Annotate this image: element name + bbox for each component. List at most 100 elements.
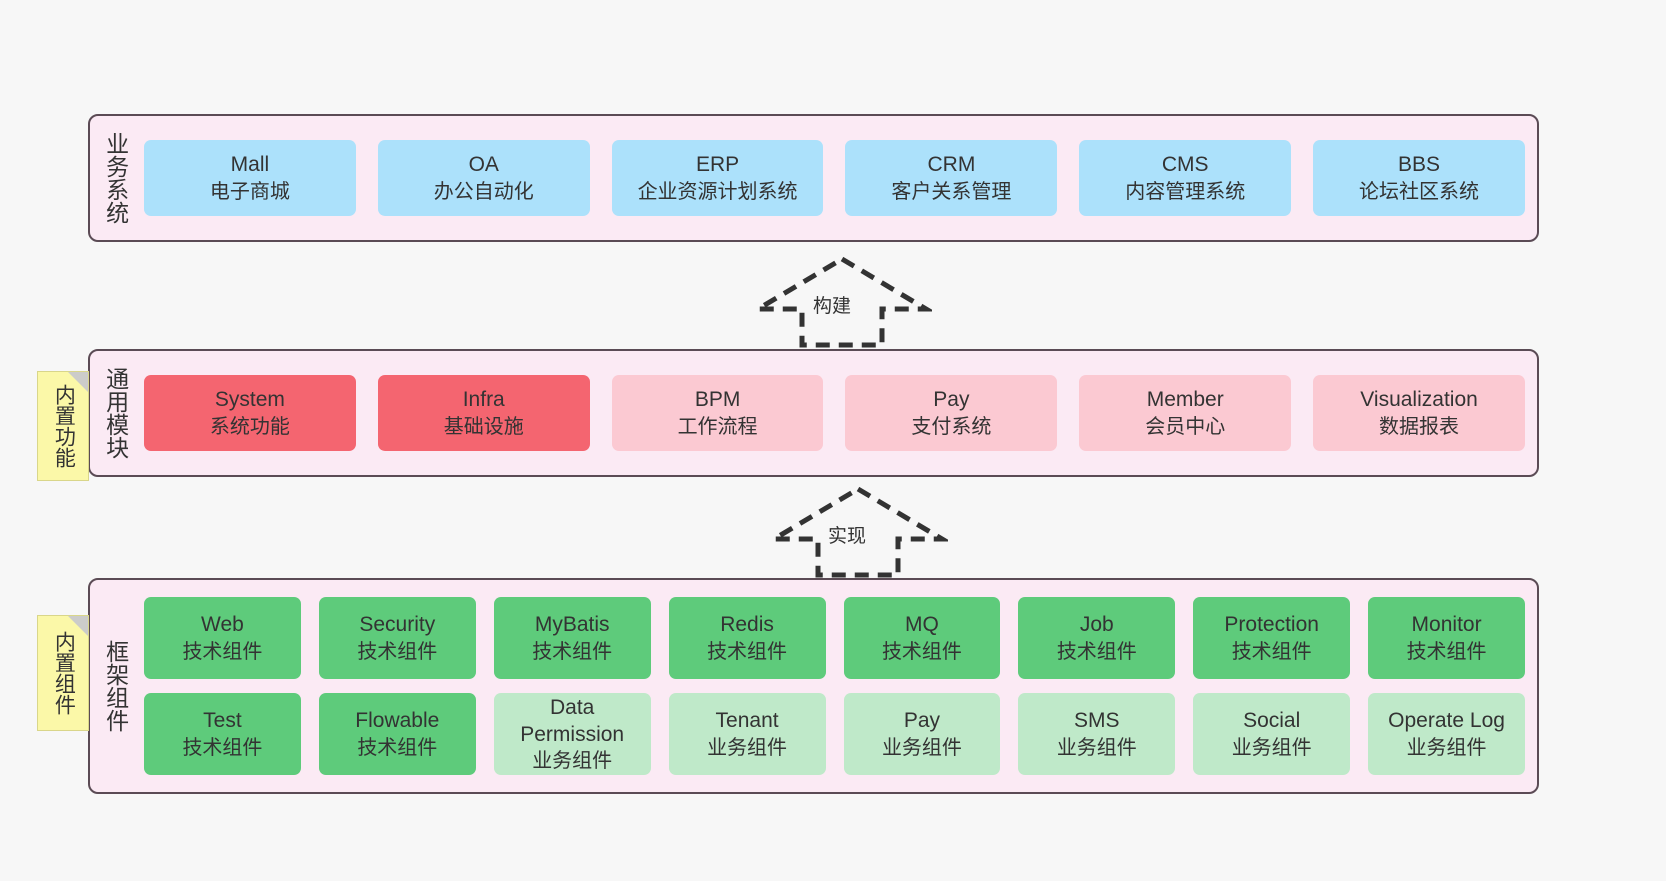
card-subtitle: 业务组件 bbox=[881, 736, 962, 759]
note-builtin-components: 内置组件 bbox=[37, 615, 89, 731]
card-title: Data Permission bbox=[520, 695, 625, 746]
generalization-arrow-build bbox=[748, 253, 936, 349]
card-title: Infra bbox=[462, 388, 505, 412]
layer-body-framework-components: Web 技术组件 Security 技术组件 MyBatis 技术组件 Redi… bbox=[140, 580, 1537, 792]
note-label: 内置功能 bbox=[52, 384, 76, 468]
generalization-arrow-implement bbox=[764, 483, 952, 579]
card-redis[interactable]: Redis 技术组件 bbox=[668, 597, 826, 679]
card-subtitle: 技术组件 bbox=[182, 640, 263, 663]
layer-body-business-systems: Mall 电子商城 OA 办公自动化 ERP 企业资源计划系统 CRM 客户关系… bbox=[140, 116, 1537, 240]
card-title: ERP bbox=[695, 153, 740, 177]
card-system[interactable]: System 系统功能 bbox=[144, 375, 356, 451]
card-title: Social bbox=[1243, 709, 1301, 733]
card-title: Redis bbox=[720, 613, 774, 637]
card-title: Security bbox=[359, 613, 436, 637]
card-title: CRM bbox=[927, 153, 976, 177]
card-security[interactable]: Security 技术组件 bbox=[318, 597, 476, 679]
layer-business-systems: 业务系统 Mall 电子商城 OA 办公自动化 ERP 企业资源计划系统 CRM… bbox=[88, 114, 1539, 242]
card-title: Flowable bbox=[355, 709, 440, 733]
card-title: Monitor bbox=[1411, 613, 1482, 637]
card-subtitle: 技术组件 bbox=[1406, 640, 1487, 663]
card-subtitle: 技术组件 bbox=[182, 736, 263, 759]
card-cms[interactable]: CMS 内容管理系统 bbox=[1079, 140, 1292, 216]
card-title: Tenant bbox=[715, 709, 779, 733]
card-subtitle: 技术组件 bbox=[357, 640, 438, 663]
card-title: Job bbox=[1079, 613, 1114, 637]
layer-title-framework-components: 框架组件 bbox=[102, 640, 129, 732]
card-title: BBS bbox=[1398, 153, 1441, 177]
card-title: Web bbox=[201, 613, 244, 637]
card-title: Pay bbox=[903, 709, 941, 733]
card-row-tech: Web 技术组件 Security 技术组件 MyBatis 技术组件 Redi… bbox=[144, 597, 1525, 679]
card-web[interactable]: Web 技术组件 bbox=[144, 597, 301, 679]
card-tenant[interactable]: Tenant 业务组件 bbox=[668, 693, 826, 775]
layer-framework-components: 框架组件 Web 技术组件 Security 技术组件 MyBatis 技术组件… bbox=[88, 578, 1539, 794]
card-title: MyBatis bbox=[534, 613, 610, 637]
card-row-business: Test 技术组件 Flowable 技术组件 Data Permission … bbox=[144, 693, 1525, 775]
card-row: System 系统功能 Infra 基础设施 BPM 工作流程 Pay 支付系统… bbox=[144, 375, 1525, 451]
card-title: Mall bbox=[230, 153, 270, 177]
card-title: CMS bbox=[1161, 153, 1209, 177]
card-mybatis[interactable]: MyBatis 技术组件 bbox=[493, 597, 651, 679]
arrow-label-implement: 实现 bbox=[828, 526, 867, 547]
card-operate-log[interactable]: Operate Log 业务组件 bbox=[1368, 693, 1525, 775]
card-flowable[interactable]: Flowable 技术组件 bbox=[318, 693, 476, 775]
layer-title-business-systems: 业务系统 bbox=[102, 132, 129, 224]
card-subtitle: 论坛社区系统 bbox=[1359, 180, 1480, 203]
card-subtitle: 基础设施 bbox=[443, 415, 524, 438]
card-subtitle: 数据报表 bbox=[1379, 415, 1460, 438]
card-member[interactable]: Member 会员中心 bbox=[1079, 375, 1292, 451]
card-title: Pay bbox=[933, 388, 970, 412]
card-row: Mall 电子商城 OA 办公自动化 ERP 企业资源计划系统 CRM 客户关系… bbox=[144, 140, 1525, 216]
card-pay-component[interactable]: Pay 业务组件 bbox=[843, 693, 1001, 775]
card-title: MQ bbox=[905, 613, 939, 637]
card-bbs[interactable]: BBS 论坛社区系统 bbox=[1313, 140, 1525, 216]
card-mall[interactable]: Mall 电子商城 bbox=[144, 140, 356, 216]
card-social[interactable]: Social 业务组件 bbox=[1193, 693, 1351, 775]
card-subtitle: 办公自动化 bbox=[433, 180, 534, 203]
card-bpm[interactable]: BPM 工作流程 bbox=[611, 375, 824, 451]
card-erp[interactable]: ERP 企业资源计划系统 bbox=[611, 140, 824, 216]
card-title: Test bbox=[203, 709, 242, 733]
card-title: Operate Log bbox=[1388, 709, 1505, 733]
card-subtitle: 客户关系管理 bbox=[891, 180, 1012, 203]
card-pay-module[interactable]: Pay 支付系统 bbox=[845, 375, 1058, 451]
card-subtitle: 技术组件 bbox=[1056, 640, 1137, 663]
card-subtitle: 业务组件 bbox=[1406, 736, 1487, 759]
card-subtitle: 系统功能 bbox=[209, 415, 290, 438]
card-visualization[interactable]: Visualization 数据报表 bbox=[1313, 375, 1525, 451]
card-crm[interactable]: CRM 客户关系管理 bbox=[845, 140, 1058, 216]
arrow-build-icon bbox=[748, 256, 936, 348]
card-title: OA bbox=[468, 153, 499, 177]
card-sms[interactable]: SMS 业务组件 bbox=[1018, 693, 1176, 775]
card-subtitle: 业务组件 bbox=[1231, 736, 1312, 759]
card-oa[interactable]: OA 办公自动化 bbox=[377, 140, 590, 216]
card-title: Visualization bbox=[1360, 388, 1478, 412]
card-subtitle: 业务组件 bbox=[707, 736, 788, 759]
card-job[interactable]: Job 技术组件 bbox=[1018, 597, 1176, 679]
card-subtitle: 技术组件 bbox=[881, 640, 962, 663]
card-subtitle: 企业资源计划系统 bbox=[637, 180, 798, 203]
arrow-implement-icon bbox=[764, 486, 952, 578]
layer-body-common-modules: System 系统功能 Infra 基础设施 BPM 工作流程 Pay 支付系统… bbox=[140, 351, 1537, 475]
card-protection[interactable]: Protection 技术组件 bbox=[1193, 597, 1351, 679]
card-monitor[interactable]: Monitor 技术组件 bbox=[1368, 597, 1525, 679]
layer-common-modules: 通用模块 System 系统功能 Infra 基础设施 BPM 工作流程 Pay… bbox=[88, 349, 1539, 477]
card-mq[interactable]: MQ 技术组件 bbox=[843, 597, 1001, 679]
card-test[interactable]: Test 技术组件 bbox=[144, 693, 301, 775]
card-title: Member bbox=[1146, 388, 1224, 412]
card-title: Protection bbox=[1224, 613, 1319, 637]
card-subtitle: 内容管理系统 bbox=[1125, 180, 1246, 203]
card-subtitle: 会员中心 bbox=[1145, 415, 1226, 438]
arrow-label-build: 构建 bbox=[813, 296, 852, 317]
card-infra[interactable]: Infra 基础设施 bbox=[377, 375, 590, 451]
card-subtitle: 业务组件 bbox=[532, 750, 613, 773]
card-title: SMS bbox=[1074, 709, 1120, 733]
note-builtin-features: 内置功能 bbox=[37, 371, 89, 481]
card-data-permission[interactable]: Data Permission 业务组件 bbox=[493, 693, 651, 775]
card-subtitle: 业务组件 bbox=[1056, 736, 1137, 759]
card-subtitle: 电子商城 bbox=[209, 180, 290, 203]
card-subtitle: 技术组件 bbox=[1231, 640, 1312, 663]
card-subtitle: 技术组件 bbox=[357, 736, 438, 759]
